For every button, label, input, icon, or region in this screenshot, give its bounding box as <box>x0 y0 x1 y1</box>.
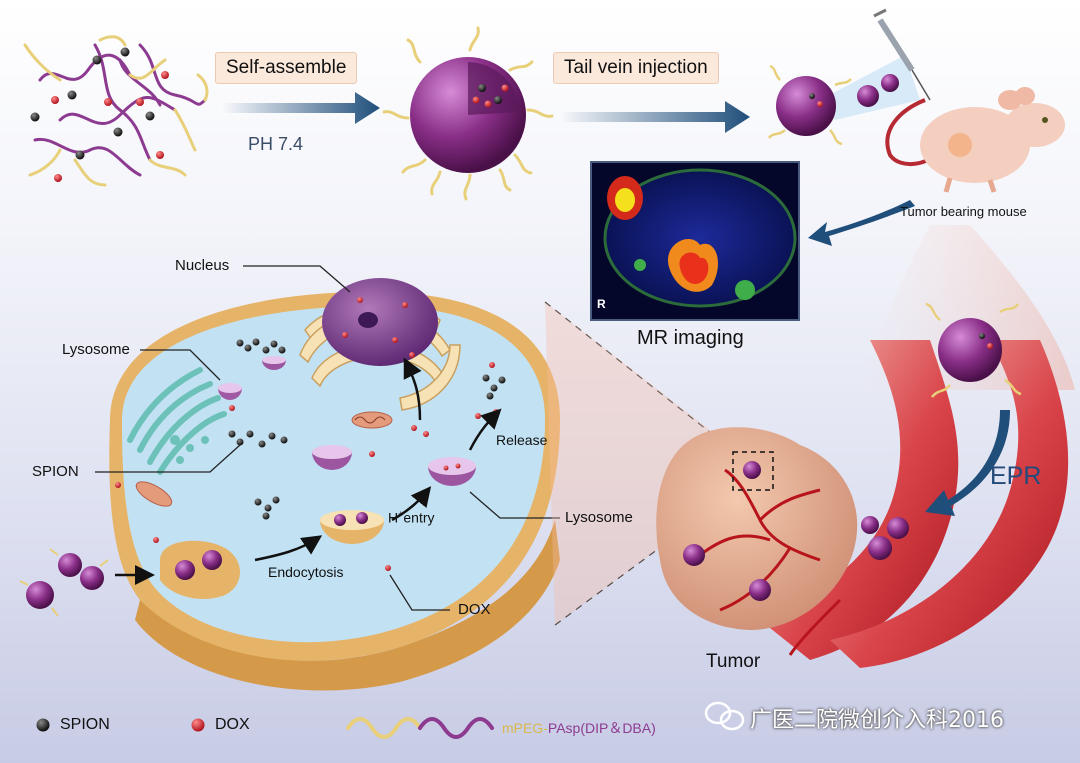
spion-label: SPION <box>32 463 79 480</box>
polymer-chains <box>23 35 209 187</box>
polymer-particles <box>30 47 169 182</box>
cell-arrows <box>115 357 502 585</box>
endocytosis-label: Endocytosis <box>268 564 344 580</box>
mri-arrow <box>808 200 915 246</box>
mri-image <box>590 161 800 321</box>
dox-label: DOX <box>458 601 491 618</box>
zoom-beam <box>545 302 738 625</box>
tumor-micelles <box>683 461 909 601</box>
lysosome-left-label: Lysosome <box>62 341 130 358</box>
tumor-mass <box>656 427 858 656</box>
legend-spion-icon <box>36 718 50 732</box>
micelle-small-a <box>767 64 852 146</box>
legend-dox-label: DOX <box>215 716 250 733</box>
assemble-arrow <box>222 92 380 124</box>
mouse-label: Tumor bearing mouse <box>900 204 1027 219</box>
legend-dox-icon <box>191 718 205 732</box>
tumor-label: Tumor <box>706 651 761 672</box>
h-entry-label: H+entry <box>388 509 435 526</box>
syringe-icon <box>873 8 931 101</box>
wechat-icon <box>704 701 745 731</box>
zoom-lines <box>544 301 739 626</box>
micelle-small-b <box>857 85 879 107</box>
injection-arrow <box>560 101 750 133</box>
mouse-icon <box>885 87 1065 193</box>
spion-clusters <box>228 338 506 520</box>
release-label: Release <box>496 432 548 448</box>
tail-vein-label: Tail vein injection <box>553 52 719 84</box>
micelle-large <box>382 26 554 201</box>
mri-marker: R <box>597 297 606 311</box>
ph-label: PH 7.4 <box>248 134 304 154</box>
epr-arrow <box>925 410 1010 516</box>
leader-lines <box>95 265 560 611</box>
legend-pasp-icon <box>418 717 494 739</box>
watermark-text: 广医二院微创介入科2016 <box>750 708 1004 733</box>
blood-vessel <box>760 340 1069 668</box>
lysosome-right-label: Lysosome <box>565 509 633 526</box>
legend-spion-label: SPION <box>60 716 110 733</box>
legend-polymer-label: mPEG-PAsp(DIP＆DBA) <box>502 720 656 736</box>
nucleus-label: Nucleus <box>175 257 230 274</box>
epr-label: EPR <box>990 462 1042 490</box>
mri-label: MR imaging <box>637 327 744 349</box>
micelle-small-c <box>881 74 899 92</box>
outside-micelles <box>19 548 109 617</box>
cell <box>109 278 560 691</box>
self-assemble-label: Self-assemble <box>215 52 358 84</box>
legend-peg-icon <box>346 717 422 739</box>
epr-micelle <box>925 302 1022 398</box>
